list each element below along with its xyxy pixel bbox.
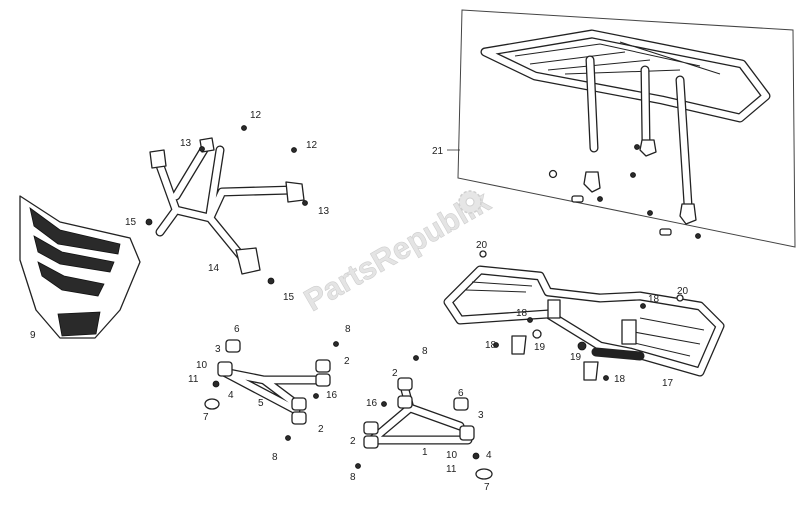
- callout-8: 8: [272, 452, 278, 463]
- callout-6: 6: [234, 324, 240, 335]
- callout-8: 8: [345, 324, 351, 335]
- callout-19: 19: [534, 342, 546, 353]
- watermark-gear-icon: [458, 190, 482, 214]
- callout-18: 18: [614, 374, 626, 385]
- callout-9: 9: [30, 330, 36, 341]
- front-bracket: [149, 137, 305, 275]
- callout-16: 16: [366, 398, 378, 409]
- callout-12: 12: [250, 110, 262, 121]
- callout-7: 7: [203, 412, 209, 423]
- inset-box: [457, 9, 796, 248]
- upper-control-arm: [204, 339, 339, 441]
- callout-2: 2: [344, 356, 350, 367]
- callout-15: 15: [125, 217, 137, 228]
- callout-3: 3: [478, 410, 484, 421]
- callout-18: 18: [648, 294, 660, 305]
- callout-8: 8: [422, 346, 428, 357]
- callout-17: 17: [662, 378, 674, 389]
- callout-2: 2: [392, 368, 398, 379]
- callout-11: 11: [188, 374, 199, 385]
- callout-6: 6: [458, 388, 464, 399]
- callout-1: 1: [422, 447, 428, 458]
- rear-rack-assembly: [480, 29, 771, 239]
- lower-control-arm: [355, 355, 493, 480]
- callout-13: 13: [180, 138, 192, 149]
- front-rack-assembly: [443, 250, 725, 381]
- callout-8: 8: [350, 472, 356, 483]
- callout-2: 2: [318, 424, 324, 435]
- callout-20: 20: [677, 286, 689, 297]
- callout-14: 14: [208, 263, 220, 274]
- callout-10: 10: [196, 360, 208, 371]
- callout-10: 10: [446, 450, 458, 461]
- callout-18: 18: [485, 340, 497, 351]
- callout-7: 7: [484, 482, 490, 493]
- callout-labels: 21 12 12 13 13 15 15 14 9 20 20 18 18 18…: [30, 110, 689, 493]
- callout-21: 21: [432, 146, 444, 157]
- callout-15: 15: [283, 292, 295, 303]
- watermark: PartsRepublik: [298, 183, 497, 319]
- callout-12: 12: [306, 140, 318, 151]
- callout-18: 18: [516, 308, 528, 319]
- callout-2: 2: [350, 436, 356, 447]
- callout-4: 4: [486, 450, 492, 461]
- callout-5: 5: [258, 398, 264, 409]
- front-fender: [19, 195, 141, 339]
- callout-19: 19: [570, 352, 582, 363]
- callout-20: 20: [476, 240, 488, 251]
- callout-16: 16: [326, 390, 338, 401]
- fasteners: [145, 125, 308, 285]
- callout-4: 4: [228, 390, 234, 401]
- callout-13: 13: [318, 206, 330, 217]
- rear-rack-inset: [447, 9, 796, 248]
- callout-3: 3: [215, 344, 221, 355]
- callout-11: 11: [446, 464, 457, 475]
